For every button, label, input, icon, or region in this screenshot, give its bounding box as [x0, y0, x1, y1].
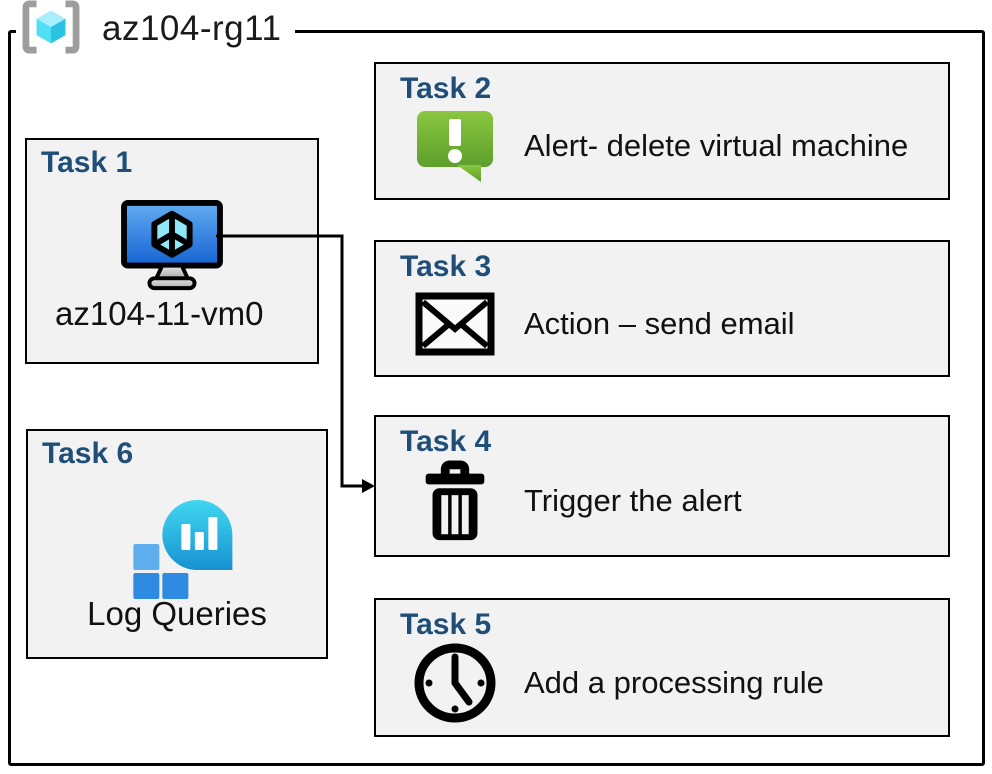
log-queries-icon: [130, 495, 236, 606]
trash-icon: [408, 458, 502, 544]
task-2-label: Alert- delete virtual machine: [524, 128, 909, 163]
resource-group-icon: [20, 0, 82, 59]
task-3-title: Task 3: [400, 250, 492, 283]
task-2-box: Task 2 Alert- delete virtual machine: [374, 62, 950, 200]
task-4-title: Task 4: [400, 425, 492, 458]
virtual-machine-icon: [120, 200, 224, 299]
resource-group-header: az104-rg11: [16, 0, 296, 59]
email-icon: [408, 292, 502, 356]
task-4-label: Trigger the alert: [524, 483, 742, 518]
task-2-title: Task 2: [400, 72, 492, 105]
task-6-title: Task 6: [42, 437, 134, 470]
alert-icon: [408, 105, 502, 187]
task-1-title: Task 1: [41, 146, 133, 179]
task-1-box: Task 1 az104-11-vm0: [25, 138, 319, 364]
task-6-label: Log Queries: [87, 595, 267, 632]
task-6-box: Task 6 Log Queries: [26, 429, 328, 659]
task-5-box: Task 5 Add a processing rule: [374, 598, 950, 737]
task-3-label: Action – send email: [524, 305, 795, 341]
task-4-box: Task 4 Trigger the alert: [374, 415, 950, 557]
task-5-label: Add a processing rule: [524, 664, 824, 700]
clock-icon: [408, 641, 502, 725]
task-5-title: Task 5: [400, 608, 492, 641]
task-1-label: az104-11-vm0: [55, 295, 264, 332]
task-3-box: Task 3 Action – send email: [374, 240, 950, 377]
resource-group-name: az104-rg11: [102, 9, 282, 48]
